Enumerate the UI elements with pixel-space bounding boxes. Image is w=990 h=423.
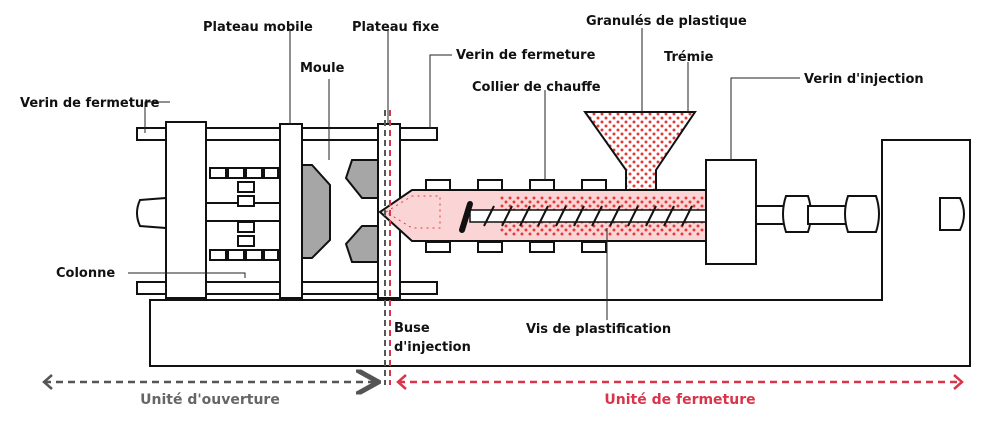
label-tremie: Trémie [664, 50, 714, 65]
fixed-mold-bottom [344, 225, 379, 263]
clamp-cylinder-plate [165, 121, 207, 299]
injection-end-cap [939, 197, 965, 231]
label-collier: Collier de chauffe [472, 80, 601, 95]
moving-platen [279, 123, 303, 299]
label-plateau-mobile: Plateau mobile [203, 20, 313, 35]
label-verin-fermeture-right: Verin de fermeture [456, 48, 596, 63]
injection-cylinder [705, 159, 757, 265]
plasticizing-screw [459, 201, 707, 233]
injection-coupling-1 [782, 195, 812, 233]
label-granules: Granulés de plastique [586, 14, 747, 29]
leader-lines [128, 28, 800, 320]
zone-ouverture-label: Unité d'ouverture [140, 392, 280, 408]
clamp-cylinder-end [136, 196, 167, 230]
injection-rod-2 [807, 205, 849, 225]
label-verin-fermeture-left: Verin de fermeture [20, 96, 160, 111]
fixed-mold-top [344, 159, 379, 199]
hopper [583, 111, 697, 191]
toggle-blocks [209, 167, 279, 261]
injection-rod-1 [755, 205, 787, 225]
label-buse-line1: Buse [394, 321, 430, 336]
injection-coupling-2 [844, 195, 880, 233]
label-colonne: Colonne [56, 266, 115, 281]
label-buse-line2: d'injection [394, 340, 471, 355]
label-vis: Vis de plastification [526, 322, 671, 337]
nozzle-tip [385, 195, 441, 229]
fermeture-arrow-right-head [953, 374, 964, 390]
ouverture-arrow-right-head [367, 374, 378, 390]
moving-mold-half [301, 164, 331, 259]
fermeture-arrow-left-head [396, 374, 407, 390]
label-plateau-fixe: Plateau fixe [352, 20, 439, 35]
label-verin-injection: Verin d'injection [804, 72, 924, 87]
label-moule: Moule [300, 61, 345, 76]
ouverture-arrow-left-head [42, 374, 53, 390]
zone-fermeture-label: Unité de fermeture [604, 392, 755, 408]
machine-base [149, 139, 971, 367]
